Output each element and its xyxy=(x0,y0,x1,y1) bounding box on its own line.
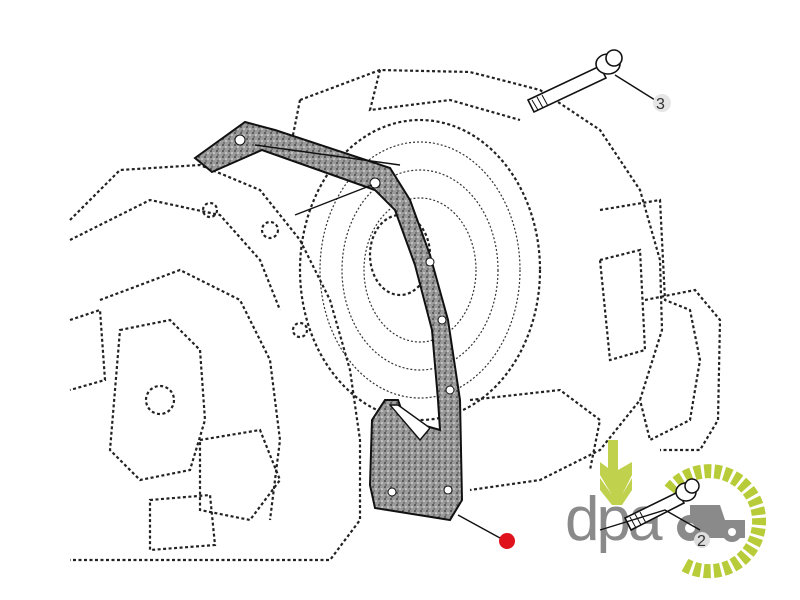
callout-label-2: 2 xyxy=(697,533,706,550)
callout-circle xyxy=(694,532,710,548)
transmission-housing xyxy=(69,163,362,562)
leader-line xyxy=(254,144,401,166)
callout-label-3: 3 xyxy=(656,96,665,113)
flywheel-housing xyxy=(288,68,722,492)
leader-line xyxy=(294,184,373,216)
gasket xyxy=(193,120,464,522)
bolt-bottom: 2 xyxy=(599,478,710,550)
bolt-top: 3 xyxy=(526,49,671,114)
callout-circle xyxy=(653,94,671,112)
leader-line xyxy=(457,514,501,539)
highlight-marker xyxy=(499,533,515,549)
